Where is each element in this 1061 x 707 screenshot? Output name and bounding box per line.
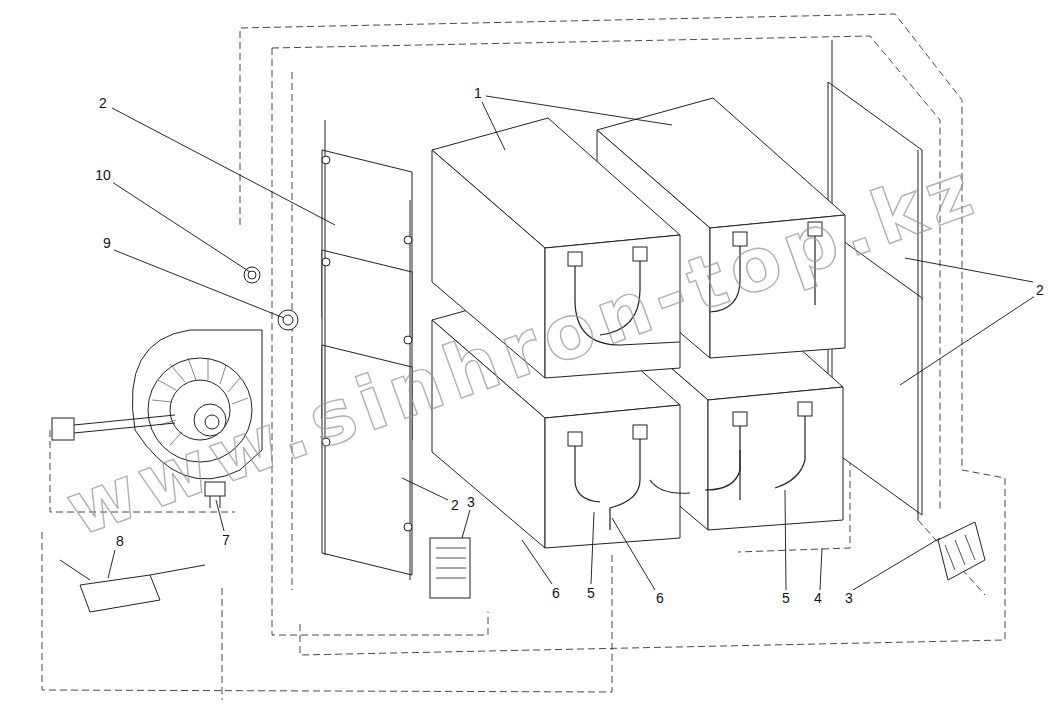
callout-number: 9 — [101, 235, 113, 251]
callout-number: 3 — [843, 590, 855, 606]
callout-number: 5 — [585, 585, 597, 601]
callout-number: 8 — [114, 533, 126, 549]
callout-number: 6 — [550, 585, 562, 601]
callout-number: 5 — [780, 590, 792, 606]
callout-number: 2 — [1034, 282, 1046, 298]
callout-number: 2 — [97, 95, 109, 111]
callout-number: 2 — [449, 497, 461, 513]
group-outline — [42, 14, 1005, 700]
callout-number: 7 — [220, 532, 232, 548]
callout-number: 4 — [812, 590, 824, 606]
callout-number: 10 — [93, 167, 113, 183]
callout-number: 1 — [472, 85, 484, 101]
callout-number: 3 — [465, 494, 477, 510]
callout-number: 6 — [654, 590, 666, 606]
